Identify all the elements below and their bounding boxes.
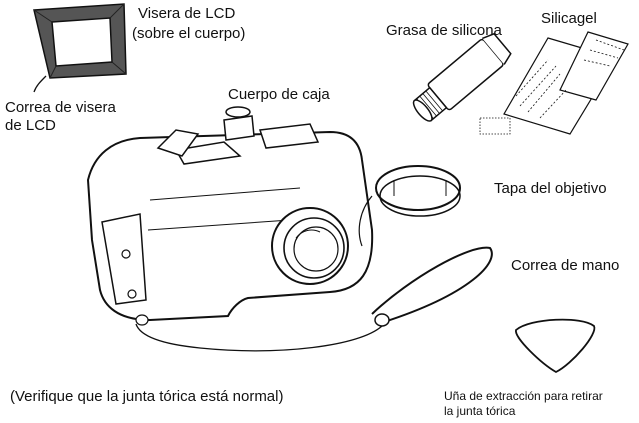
label-lens-cap: Tapa del objetivo bbox=[494, 180, 607, 197]
housing-body-drawing bbox=[86, 106, 374, 322]
label-silica-gel: Silicagel bbox=[541, 10, 597, 27]
lcd-hood-drawing bbox=[33, 3, 127, 79]
silicone-grease-drawing bbox=[412, 32, 512, 122]
label-oring-check: (Verifique que la junta tórica está norm… bbox=[10, 388, 284, 405]
label-silicone-grease: Grasa de silicona bbox=[386, 22, 502, 39]
label-lcd-hood-line1: Visera de LCD bbox=[138, 5, 236, 22]
hand-strap-drawing bbox=[135, 246, 493, 352]
label-oring-remover-line2: la junta tórica bbox=[444, 404, 516, 418]
lens-cap-drawing bbox=[358, 165, 461, 247]
lcd-hood-strap-drawing bbox=[33, 75, 47, 93]
label-lcd-hood-strap-line2: de LCD bbox=[5, 117, 56, 134]
label-housing-body: Cuerpo de caja bbox=[228, 86, 330, 103]
oring-remover-drawing bbox=[515, 318, 596, 374]
label-oring-remover-line1: Uña de extracción para retirar bbox=[444, 389, 603, 403]
silica-gel-drawing bbox=[479, 31, 629, 135]
label-hand-strap: Correa de mano bbox=[511, 257, 620, 274]
label-lcd-hood-strap-line1: Correa de visera bbox=[5, 99, 116, 116]
label-lcd-hood-line2: (sobre el cuerpo) bbox=[132, 25, 246, 42]
